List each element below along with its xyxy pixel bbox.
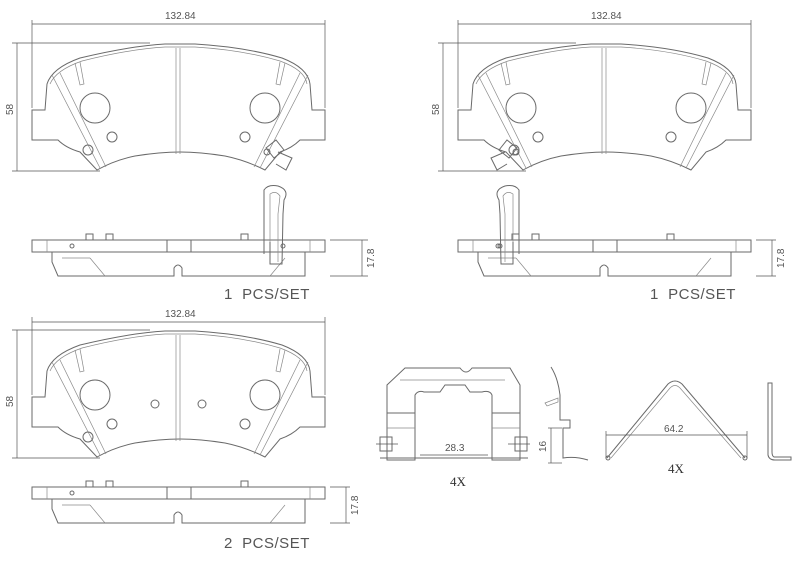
pad-c-width-label: 132.84 [165,309,196,320]
pad-b-thickness-label: 17.8 [776,248,787,268]
pad-a-quantity: 1 PCS/SET [224,286,310,303]
spring-drawing: 64.2 4X [605,380,792,476]
spring-width-label: 64.2 [664,424,684,435]
clip-width-label: 28.3 [445,443,465,454]
pad-c-thickness-label: 17.8 [350,495,361,515]
pad-b-drawing: 132.84 58 17.8 1 PCS/SET [431,11,787,303]
pad-a-thickness-label: 17.8 [366,248,377,268]
pad-b-height-label: 58 [431,103,442,115]
pad-c-drawing: 132.84 58 17.8 2 PCS/SET [5,309,361,552]
pad-a-drawing: 132.84 58 17.8 1 PCS/SET [5,11,377,303]
pad-b-width-label: 132.84 [591,11,622,22]
clip-height-label: 16 [538,440,549,452]
pad-c-quantity: 2 PCS/SET [224,535,310,552]
pad-a-height-label: 58 [5,103,16,115]
clip-quantity: 4X [450,474,467,489]
pad-c-height-label: 58 [5,395,16,407]
pad-b-quantity: 1 PCS/SET [650,286,736,303]
abutment-clip-drawing: 28.3 4X 16 [376,366,589,489]
spring-quantity: 4X [668,461,685,476]
pad-a-width-label: 132.84 [165,11,196,22]
